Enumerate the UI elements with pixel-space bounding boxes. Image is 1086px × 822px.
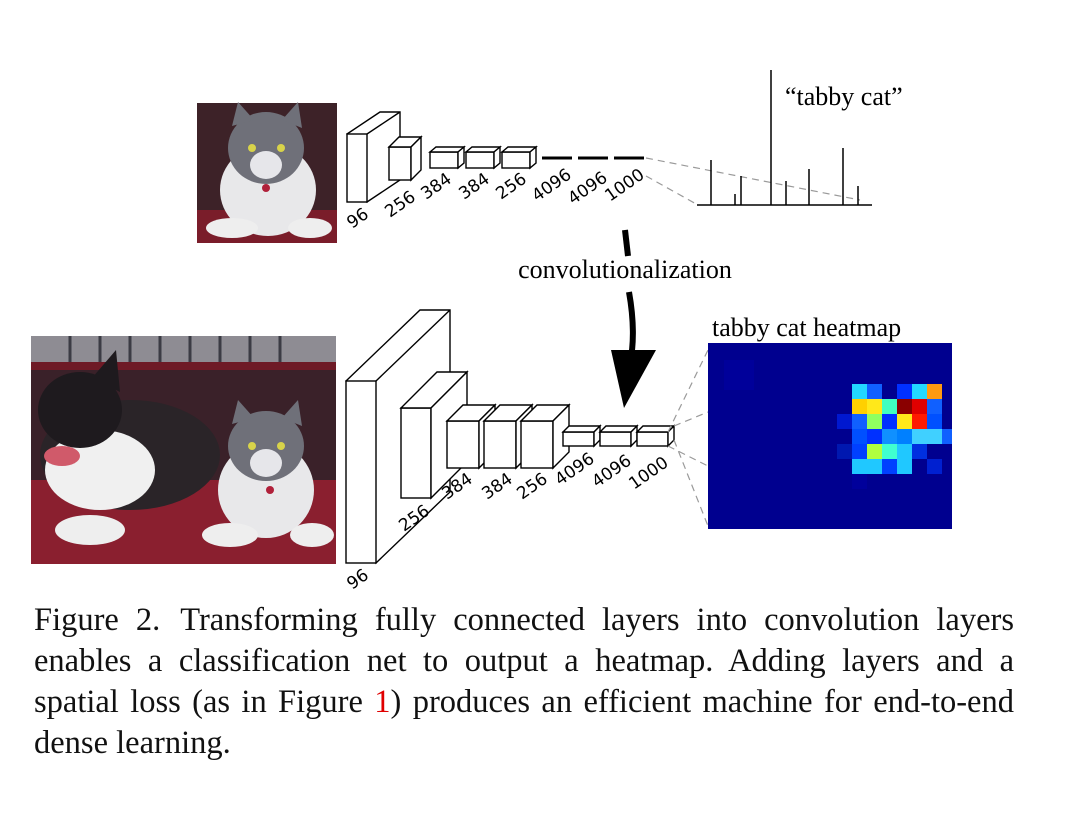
tabby-cat-heatmap (708, 343, 952, 529)
bottom-layer-label-96: 96 (343, 565, 372, 594)
bottom-layer-label-4096b: 4096 (588, 451, 635, 492)
convolutionalization-label: convolutionalization (518, 255, 732, 284)
dog-and-cat-photo (31, 336, 336, 564)
prediction-label: “tabby cat” (785, 82, 903, 111)
heatmap-label: tabby cat heatmap (712, 313, 901, 342)
top-layer-label-96: 96 (343, 204, 372, 233)
caption-text-end: ) produces an efficient machine for end-… (34, 684, 1014, 761)
bottom-net-layers (345, 309, 676, 565)
top-layer-label-384b: 384 (455, 169, 493, 204)
bottom-layer-label-384b: 384 (478, 469, 516, 504)
figure-caption: Figure 2.Transforming fully connected la… (34, 600, 1014, 764)
class-score-histogram (697, 70, 872, 206)
tabby-cat-photo (197, 102, 337, 243)
caption-text: Transforming fully connected layers into… (34, 602, 1014, 720)
network-diagram: 96 256 384 384 256 4096 4096 1000 “tabby… (31, 70, 952, 594)
top-net-layers (346, 111, 538, 204)
figure-label: Figure 2. (34, 602, 161, 638)
top-layer-label-1000: 1000 (601, 165, 648, 206)
top-layer-label-384: 384 (417, 169, 455, 204)
bottom-layer-label-256b: 256 (513, 469, 551, 504)
down-arrow-icon (611, 229, 656, 408)
top-layer-label-256b: 256 (492, 169, 530, 204)
bottom-layer-label-1000: 1000 (625, 453, 672, 494)
top-layer-label-256: 256 (381, 187, 419, 222)
figure-reference-link[interactable]: 1 (374, 684, 391, 720)
